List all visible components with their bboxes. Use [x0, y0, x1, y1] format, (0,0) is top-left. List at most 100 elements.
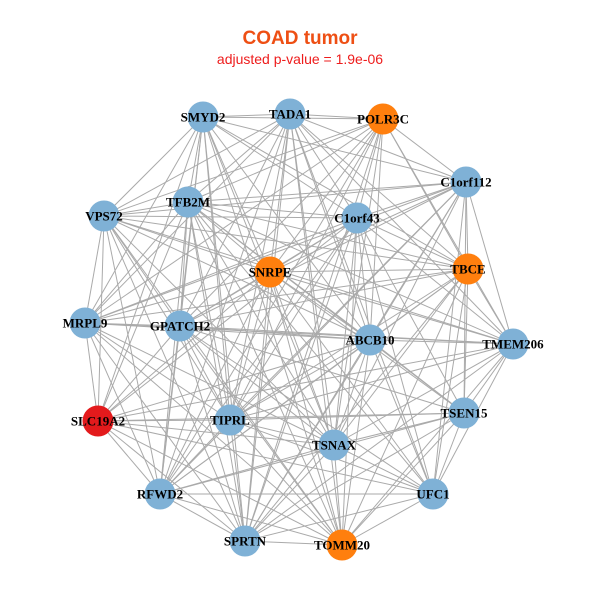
node-polr3c[interactable]: POLR3C	[357, 103, 409, 135]
node-label: C1orf43	[334, 211, 380, 226]
edge-tiprl-tomm20	[229, 419, 343, 546]
edge-abcb10-tmem206	[369, 339, 514, 345]
edge-tada1-tmem206	[289, 113, 514, 345]
node-label: TSEN15	[441, 406, 488, 421]
edge-abcb10-tiprl	[229, 339, 371, 421]
edge-tmem206-tsnax	[333, 343, 514, 446]
edge-mrpl9-tsnax	[84, 322, 335, 446]
node-label: SNRPE	[249, 265, 292, 280]
edge-polr3c-tmem206	[382, 118, 514, 345]
node-snrpe[interactable]: SNRPE	[249, 256, 292, 288]
edge-vps72-tbce	[103, 215, 469, 270]
node-label: RFWD2	[137, 487, 183, 502]
edge-polr3c-c1orf112	[382, 118, 467, 183]
edge-tada1-vps72	[103, 113, 291, 217]
edge-tbce-ufc1	[432, 268, 469, 495]
node-tsnax[interactable]: TSNAX	[312, 429, 357, 461]
edge-tbce-gpatch2	[179, 268, 469, 327]
node-circle	[341, 202, 373, 234]
node-ufc1[interactable]: UFC1	[416, 478, 450, 510]
node-circle	[450, 166, 482, 198]
edge-tmem206-slc19a2	[97, 343, 514, 422]
edge-tsnax-tomm20	[333, 444, 343, 546]
edge-c1orf43-tsnax	[333, 217, 358, 446]
edge-tada1-polr3c	[289, 113, 384, 120]
edge-smyd2-tbce	[202, 116, 469, 270]
node-label: SMYD2	[181, 110, 226, 125]
node-label: POLR3C	[357, 112, 409, 127]
edge-smyd2-mrpl9	[84, 116, 204, 324]
edge-tada1-abcb10	[289, 113, 371, 341]
edge-smyd2-abcb10	[202, 116, 371, 341]
edge-snrpe-tiprl	[229, 271, 271, 421]
node-circle	[318, 429, 350, 461]
edge-snrpe-tomm20	[269, 271, 343, 546]
node-rfwd2[interactable]: RFWD2	[137, 478, 183, 510]
edge-ufc1-tomm20	[341, 493, 434, 546]
node-smyd2[interactable]: SMYD2	[181, 101, 226, 133]
node-c1orf112[interactable]: C1orf112	[440, 166, 492, 198]
node-mrpl9[interactable]: MRPL9	[63, 307, 108, 339]
edge-abcb10-slc19a2	[97, 339, 371, 422]
node-c1orf43[interactable]: C1orf43	[334, 202, 380, 234]
edge-c1orf43-tsen15	[356, 217, 465, 414]
edge-tfb2m-tmem206	[187, 201, 514, 345]
edge-c1orf43-slc19a2	[97, 217, 358, 422]
node-tsen15[interactable]: TSEN15	[441, 397, 488, 429]
node-circle	[274, 98, 306, 130]
node-circle	[164, 310, 196, 342]
edge-c1orf112-mrpl9	[84, 181, 467, 324]
edge-abcb10-ufc1	[369, 339, 434, 495]
edge-snrpe-slc19a2	[97, 271, 271, 422]
node-tbce[interactable]: TBCE	[450, 253, 486, 285]
edge-tfb2m-c1orf43	[187, 201, 358, 219]
edge-tada1-rfwd2	[159, 113, 291, 495]
edge-polr3c-gpatch2	[179, 118, 384, 327]
edge-mrpl9-sprtn	[84, 322, 246, 542]
edge-tmem206-tiprl	[229, 343, 514, 421]
edge-mrpl9-tiprl	[84, 322, 231, 421]
node-tomm20[interactable]: TOMM20	[314, 529, 370, 561]
node-slc19a2[interactable]: SLC19A2	[71, 405, 125, 437]
node-circle	[187, 101, 219, 133]
edge-tiprl-rfwd2	[159, 419, 231, 495]
node-tada1[interactable]: TADA1	[269, 98, 311, 130]
node-gpatch2[interactable]: GPATCH2	[150, 310, 210, 342]
edge-snrpe-tbce	[269, 268, 469, 273]
edge-snrpe-gpatch2	[179, 271, 271, 327]
node-label: VPS72	[85, 209, 123, 224]
edge-ufc1-sprtn	[244, 493, 434, 542]
edge-polr3c-tiprl	[229, 118, 384, 421]
node-circle	[82, 405, 114, 437]
edge-tfb2m-tsnax	[187, 201, 335, 446]
edge-mrpl9-tomm20	[84, 322, 343, 546]
node-circle	[172, 186, 204, 218]
node-tfb2m[interactable]: TFB2M	[166, 186, 210, 218]
edge-abcb10-tomm20	[341, 339, 371, 546]
edge-vps72-tmem206	[103, 215, 514, 345]
edge-vps72-tomm20	[103, 215, 343, 546]
edge-sprtn-tomm20	[244, 540, 343, 546]
node-label: UFC1	[416, 487, 449, 502]
edge-tada1-mrpl9	[84, 113, 291, 324]
edge-c1orf112-ufc1	[432, 181, 467, 495]
edge-tada1-ufc1	[289, 113, 434, 495]
node-abcb10[interactable]: ABCB10	[345, 324, 395, 356]
node-tiprl[interactable]: TIPRL	[210, 404, 250, 436]
edge-smyd2-c1orf112	[202, 116, 467, 183]
edge-c1orf43-tbce	[356, 217, 469, 270]
edge-c1orf112-tmem206	[465, 181, 514, 345]
edge-slc19a2-tsnax	[97, 420, 335, 446]
edge-tfb2m-tomm20	[187, 201, 343, 546]
node-circle	[367, 103, 399, 135]
edge-c1orf43-tiprl	[229, 217, 358, 421]
edge-tiprl-tsen15	[229, 412, 465, 421]
edge-tsnax-ufc1	[333, 444, 434, 495]
node-vps72[interactable]: VPS72	[85, 200, 123, 232]
edge-smyd2-vps72	[103, 116, 204, 217]
edge-snrpe-abcb10	[269, 271, 371, 341]
node-sprtn[interactable]: SPRTN	[224, 525, 267, 557]
edge-polr3c-vps72	[103, 118, 384, 217]
node-tmem206[interactable]: TMEM206	[482, 328, 544, 360]
edge-slc19a2-sprtn	[97, 420, 246, 542]
